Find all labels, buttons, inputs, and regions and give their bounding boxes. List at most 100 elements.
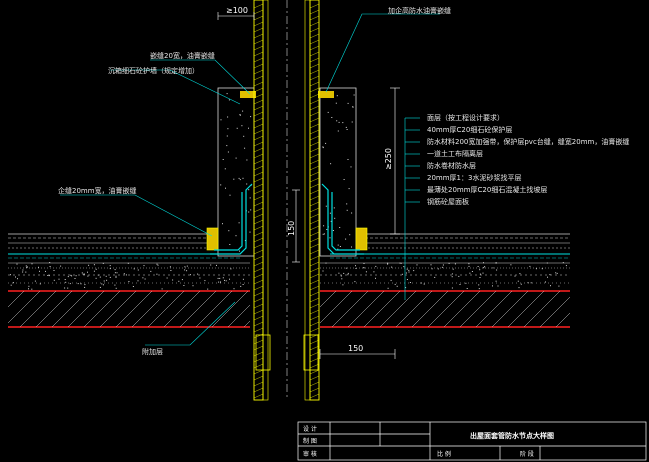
pipe-hatch-line [253, 33, 264, 39]
pipe-hatch-line [309, 93, 320, 99]
speckle-dot [465, 282, 467, 284]
speckle-dot [437, 268, 439, 270]
pipe-hatch-line [253, 171, 264, 177]
speckle-dot [95, 277, 97, 279]
speckle-dot [468, 265, 470, 267]
pipe-hatch-line [253, 105, 264, 111]
pipe-hatch-line [253, 339, 264, 345]
speckle-dot [545, 281, 546, 283]
speckle-dot [541, 268, 543, 270]
pipe-hatch-line [253, 117, 264, 123]
pipe-hatch-line [309, 267, 320, 273]
speckle-dot [334, 217, 336, 219]
speckle-dot [394, 283, 396, 285]
speckle-dot [10, 284, 12, 286]
speckle-dot [339, 227, 341, 228]
speckle-dot [406, 279, 408, 280]
speckle-dot [403, 266, 405, 268]
dim-vertical-right [390, 87, 400, 235]
pipe-hatch [253, 3, 320, 399]
speckle-dot [109, 268, 111, 270]
speckle-dot [31, 288, 33, 290]
speckle-dot [387, 262, 389, 264]
pipe-hatch-line [309, 117, 320, 123]
hatch-line [67, 290, 105, 328]
hatch-line [411, 290, 449, 328]
pipe-hatch-line [309, 15, 320, 21]
pipe-hatch-line [309, 33, 320, 39]
speckle-dot [242, 278, 244, 280]
speckle-dot [479, 269, 481, 271]
speckle-dot [222, 277, 224, 279]
concrete-upstand-right [318, 87, 368, 257]
pipe-hatch-line [309, 147, 320, 153]
pipe-hatch-line [253, 375, 264, 381]
speckle-dot [28, 285, 30, 287]
hatch-line [331, 290, 369, 328]
pipe-hatch-line [309, 219, 320, 225]
speckle-dot [454, 263, 456, 265]
speckle-dot [49, 262, 51, 263]
pipe-hatch-line [309, 285, 320, 291]
pipe-hatch-line [309, 237, 320, 243]
speckle-dot [83, 273, 85, 275]
speckle-dot [469, 272, 471, 274]
dim-pipe [292, 189, 300, 263]
speckle-dot [353, 94, 355, 96]
speckle-dot [348, 188, 350, 190]
speckle-dot [351, 121, 353, 123]
hatch-line [443, 290, 481, 328]
speckle-dot [459, 284, 461, 285]
pipe-hatch-line [309, 45, 320, 51]
speckle-dot [22, 271, 24, 273]
pipe-hatch-line [253, 285, 264, 291]
pipe-hatch-line [309, 9, 320, 15]
speckle-dot [106, 279, 108, 281]
speckle-dot [337, 130, 339, 132]
tb-stage: 阶 段 [520, 450, 534, 458]
pipe-hatch-line [253, 111, 264, 117]
speckle-dot [346, 129, 348, 130]
pipe-hatch-line [309, 279, 320, 285]
speckle-dot [16, 263, 18, 265]
hatch-line [35, 290, 73, 328]
speckle-dot [226, 145, 228, 147]
pipe-hatch-line [309, 81, 320, 87]
speckle-dot [39, 283, 41, 285]
hatch-line [7, 290, 41, 324]
speckle-dot [341, 278, 343, 280]
dim-top [217, 12, 255, 20]
speckle-dot [351, 212, 353, 214]
pipe-hatch-line [253, 21, 264, 27]
speckle-dot [466, 288, 468, 289]
speckle-dot [169, 266, 171, 268]
speckle-dot [373, 271, 375, 273]
leader-ticks [405, 117, 420, 203]
speckle-dot [190, 274, 191, 276]
speckle-dot [519, 273, 521, 275]
speckle-dot [550, 285, 551, 287]
speckle-dot [239, 250, 240, 252]
speckle-dot [484, 266, 486, 268]
speckle-dot [227, 116, 229, 118]
hatch-line [507, 290, 545, 328]
waterproof-membrane [210, 183, 364, 255]
pipe-hatch-line [309, 183, 320, 189]
label-left-detail: 沉箱细石砼护墙（规定增加） [108, 66, 199, 75]
pipe-hatch-line [309, 351, 320, 357]
speckle-dot [248, 189, 250, 191]
pipe-hatch-line [309, 165, 320, 171]
hatch-line [459, 290, 497, 328]
pipe-hatch-line [253, 327, 264, 333]
tb-check: 审 核 [303, 450, 317, 458]
pipe-hatch-line [309, 393, 320, 399]
speckle-dot [333, 207, 335, 209]
speckle-dot [45, 270, 46, 272]
speckle-dot [342, 284, 344, 286]
speckle-dot [236, 127, 238, 129]
pipe-hatch-line [309, 375, 320, 381]
pipe-hatch-line [253, 207, 264, 213]
speckle-dot [497, 285, 499, 287]
speckle-dot [346, 209, 348, 211]
